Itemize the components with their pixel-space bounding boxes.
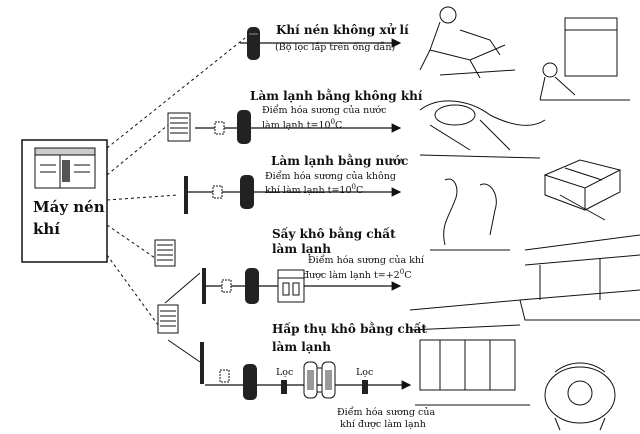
filter-left-icon bbox=[281, 380, 287, 394]
connector-4 bbox=[106, 224, 156, 259]
branch-1-title: Khí nén không xử lí bbox=[276, 23, 409, 37]
compressor-label-line1: Máy nén bbox=[33, 198, 105, 216]
adsorption-dryer-icon bbox=[303, 361, 336, 399]
connector-3 bbox=[106, 194, 179, 201]
mask-worker-illustration bbox=[544, 362, 616, 431]
connector-5 bbox=[106, 254, 159, 326]
connector-2 bbox=[106, 124, 169, 176]
branch-5-note-line1: Điểm hóa sương của bbox=[337, 407, 436, 418]
filter-right-label: Lọc bbox=[356, 367, 374, 378]
separator-icon bbox=[219, 369, 230, 383]
refrigerant-dryer-icon bbox=[277, 269, 305, 303]
branch-5-title-line1: Hấp thụ khô bằng chất bbox=[272, 322, 427, 336]
branch-3-note-line1: Điểm hóa sương của không bbox=[265, 171, 396, 182]
air-cooler-icon bbox=[154, 239, 176, 267]
air-tank-icon bbox=[237, 110, 251, 144]
separator-icon bbox=[212, 185, 223, 199]
branch-4-title-line1: Sấy khô bằng chất bbox=[272, 227, 396, 241]
application-illustrations bbox=[409, 6, 640, 431]
factory-pipework-illustration bbox=[409, 299, 640, 406]
boxes-illustration bbox=[543, 159, 622, 221]
branch-2-note-line2: làm lạnh t=100C bbox=[262, 118, 343, 132]
filter-left-label: Lọc bbox=[276, 367, 294, 378]
industrial-ceiling-illustration bbox=[519, 234, 640, 301]
branch-3-title: Làm lạnh bằng nước bbox=[271, 154, 409, 168]
water-cooler-pipe-icon bbox=[202, 268, 206, 304]
filter-right-icon bbox=[362, 380, 368, 394]
branch-2-title: Làm lạnh bằng không khí bbox=[250, 89, 423, 103]
air-compressor-box bbox=[21, 139, 108, 263]
air-cooler-icon bbox=[157, 304, 179, 334]
branch-2-note-line1: Điểm hóa sương của nước bbox=[262, 105, 387, 116]
branch-5-title-line2: làm lạnh bbox=[272, 340, 331, 354]
spray-gun-illustration bbox=[419, 100, 546, 159]
compressor-machine-icon bbox=[34, 147, 96, 189]
air-tank-icon bbox=[247, 27, 260, 60]
branch-3-note-line2: khí làm lạnh t=100C bbox=[265, 183, 364, 197]
degree-mark: 0 bbox=[351, 183, 356, 191]
branch-1-untreated bbox=[240, 27, 402, 60]
worker-with-tool-illustration bbox=[419, 6, 516, 79]
air-tank-icon bbox=[245, 268, 259, 304]
branch-5-adsorption-drying bbox=[157, 304, 412, 400]
water-cooler-pipe-icon bbox=[200, 342, 204, 384]
branch-5-note-line2: khí được làm lạnh bbox=[340, 419, 426, 430]
water-cooler-pipe-icon bbox=[184, 176, 188, 214]
degree-mark: 0 bbox=[330, 118, 336, 126]
branch-1-note: (Bộ lọc lắp trên ống dẫn) bbox=[275, 42, 396, 53]
branch-4-refrigerant-drying bbox=[154, 239, 402, 304]
separator-icon bbox=[214, 121, 225, 135]
dashed-connectors bbox=[106, 37, 246, 326]
compressor-label-line2: khí bbox=[33, 220, 60, 238]
air-tank-icon bbox=[243, 364, 257, 400]
air-cooler-icon bbox=[167, 112, 191, 142]
branch-4-note-line1: Điểm hóa sương của khí bbox=[308, 255, 425, 266]
degree-mark: 0 bbox=[399, 268, 405, 276]
branch-4-title-line2: làm lạnh bbox=[272, 242, 331, 256]
painting-tool-illustration bbox=[430, 178, 510, 251]
air-tank-icon bbox=[240, 175, 254, 209]
branch-4-note-line2: được làm lạnh t=+20C bbox=[303, 268, 412, 282]
separator-icon bbox=[221, 279, 232, 293]
branch-3-water-cooled bbox=[184, 175, 402, 214]
branch-2-air-cooled bbox=[167, 110, 402, 144]
worker-at-machine-illustration bbox=[539, 17, 630, 101]
